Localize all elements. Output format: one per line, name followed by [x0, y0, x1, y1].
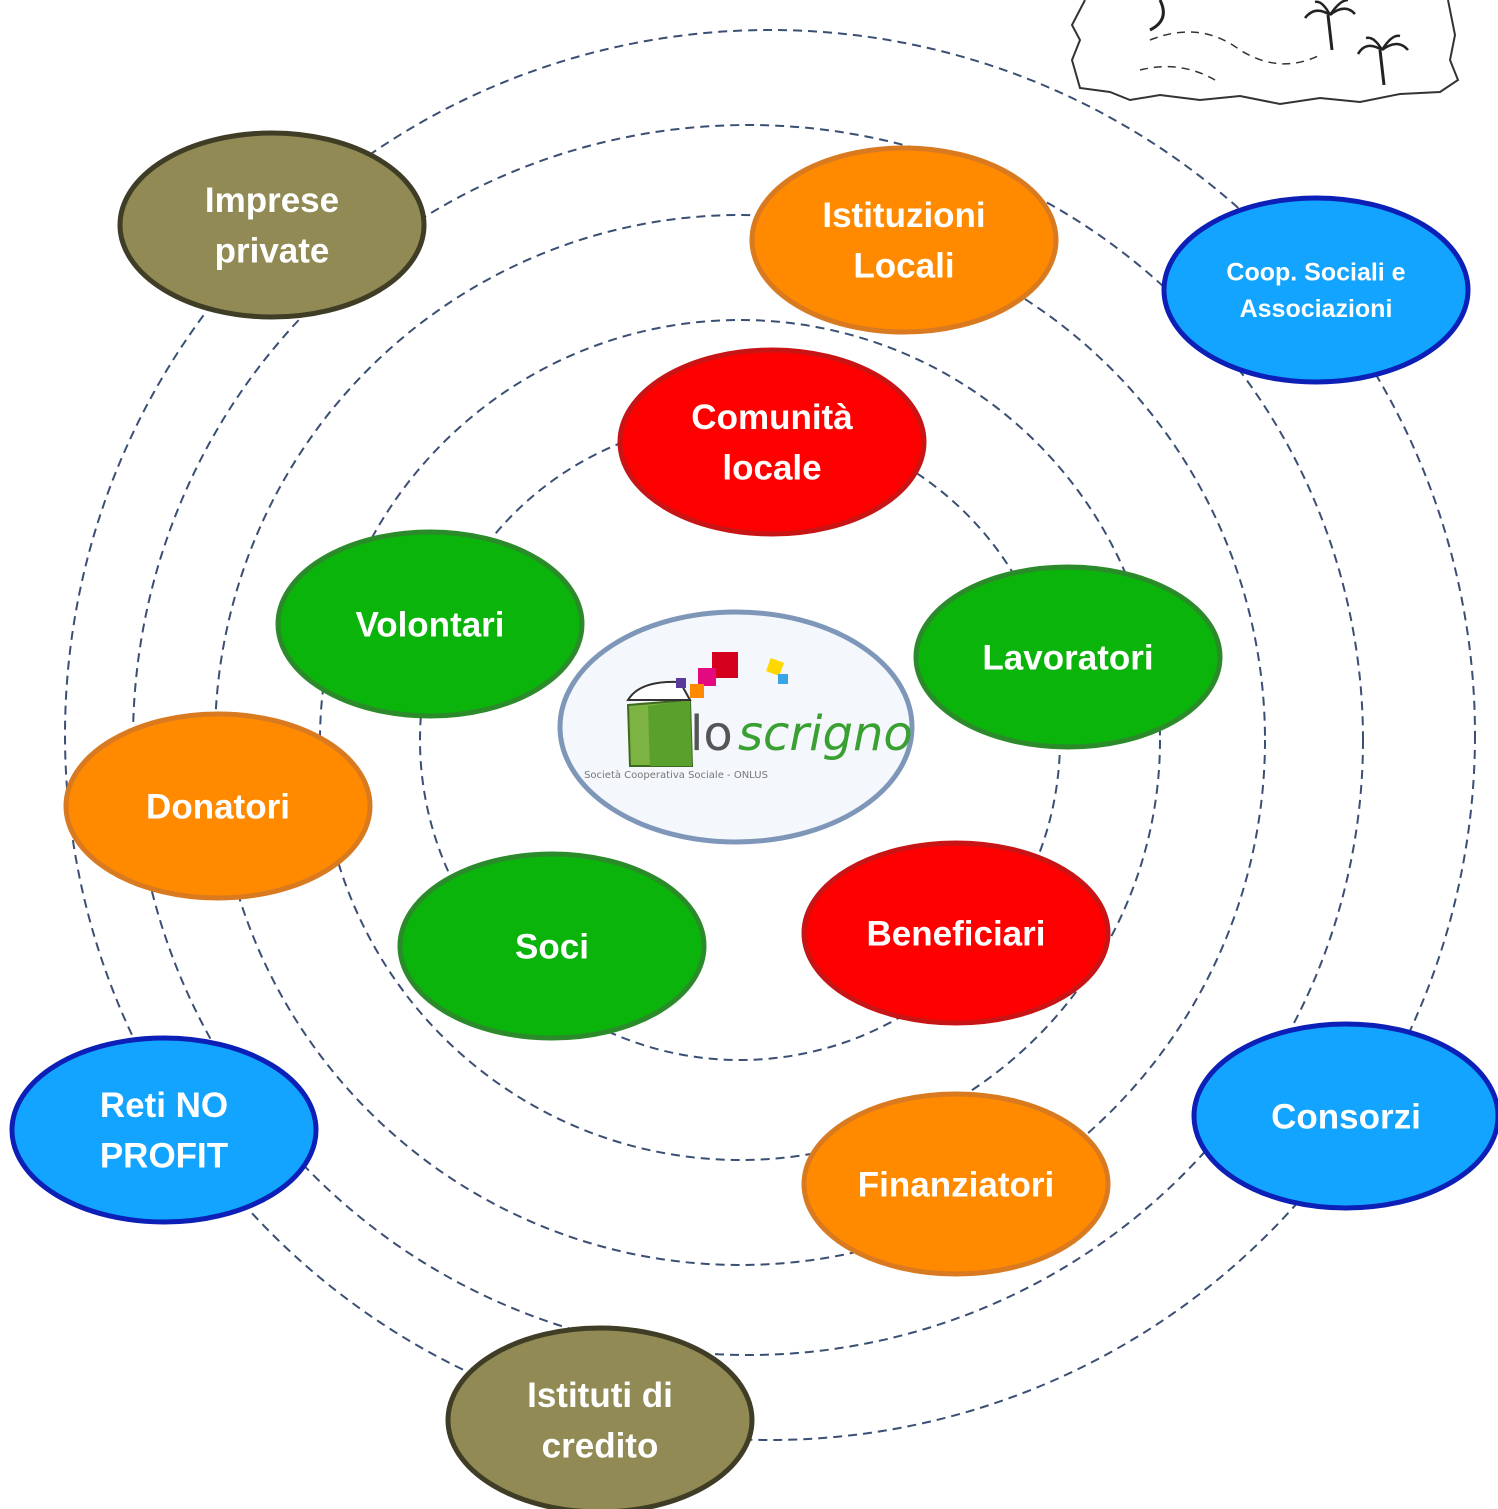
node-soci: Soci [397, 851, 707, 1041]
node-coop-sociali-shape [1161, 195, 1471, 385]
node-comunita-locale: Comunità locale [617, 347, 927, 537]
treasure-map-icon [1070, 0, 1460, 106]
node-consorzi-shape [1191, 1021, 1498, 1211]
logo-name-scrigno: scrigno [738, 706, 913, 762]
orbit-ring-2 [319, 319, 1161, 1161]
node-istituzioni-locali-shape [749, 145, 1059, 335]
node-comunita-locale-label: locale [722, 449, 821, 488]
node-lavoratori-label: Lavoratori [982, 638, 1153, 677]
node-coop-sociali-label: Coop. Sociali e [1226, 259, 1405, 287]
node-donatori-shape [63, 711, 373, 901]
orbit-ring-3 [214, 214, 1266, 1266]
node-reti-no-profit-shape [9, 1035, 319, 1225]
node-lavoratori-shape [913, 564, 1223, 750]
node-volontari-shape [275, 529, 585, 719]
orbit-ring-5 [64, 29, 1476, 1441]
node-istituti-di-credito-label: credito [542, 1427, 659, 1466]
node-volontari-label: Volontari [355, 605, 504, 644]
node-donatori-label: Donatori [146, 787, 290, 826]
node-imprese-private: Imprese private [117, 130, 427, 320]
logo-ellipse [557, 609, 915, 845]
node-beneficiari-label: Beneficiari [867, 914, 1046, 953]
orbit-ring-4 [132, 124, 1364, 1356]
node-comunita-locale-label: Comunità [691, 398, 853, 437]
node-lavoratori: Lavoratori [913, 564, 1223, 750]
node-istituti-di-credito: Istituti di credito [445, 1325, 755, 1509]
node-beneficiari: Beneficiari [801, 840, 1111, 1026]
node-consorzi-label: Consorzi [1271, 1097, 1421, 1136]
node-finanziatori-shape [801, 1091, 1111, 1277]
node-donatori: Donatori [63, 711, 373, 901]
node-volontari: Volontari [275, 529, 585, 719]
node-beneficiari-shape [801, 840, 1111, 1026]
node-imprese-private-shape [117, 130, 427, 320]
logo-name-lo: lo [690, 706, 733, 762]
node-reti-no-profit-label: Reti NO [100, 1086, 228, 1125]
node-reti-no-profit: Reti NO PROFIT [9, 1035, 319, 1225]
logo-mark [626, 652, 788, 767]
center-logo: lo scrigno Società Cooperativa Sociale -… [557, 609, 915, 845]
node-istituti-di-credito-label: Istituti di [527, 1376, 673, 1415]
node-imprese-private-label: Imprese [205, 181, 339, 220]
node-finanziatori-label: Finanziatori [858, 1165, 1054, 1204]
logo-tagline: Società Cooperativa Sociale - ONLUS [584, 769, 768, 781]
node-finanziatori: Finanziatori [801, 1091, 1111, 1277]
node-soci-label: Soci [515, 927, 589, 966]
node-istituti-di-credito-shape [445, 1325, 755, 1509]
node-soci-shape [397, 851, 707, 1041]
node-coop-sociali: Coop. Sociali e Associazioni [1161, 195, 1471, 385]
node-comunita-locale-shape [617, 347, 927, 537]
node-reti-no-profit-label: PROFIT [100, 1137, 228, 1176]
node-istituzioni-locali-label: Locali [853, 247, 954, 286]
node-coop-sociali-label: Associazioni [1240, 295, 1393, 323]
node-imprese-private-label: private [215, 232, 330, 271]
node-consorzi: Consorzi [1191, 1021, 1498, 1211]
node-istituzioni-locali-label: Istituzioni [822, 196, 985, 235]
